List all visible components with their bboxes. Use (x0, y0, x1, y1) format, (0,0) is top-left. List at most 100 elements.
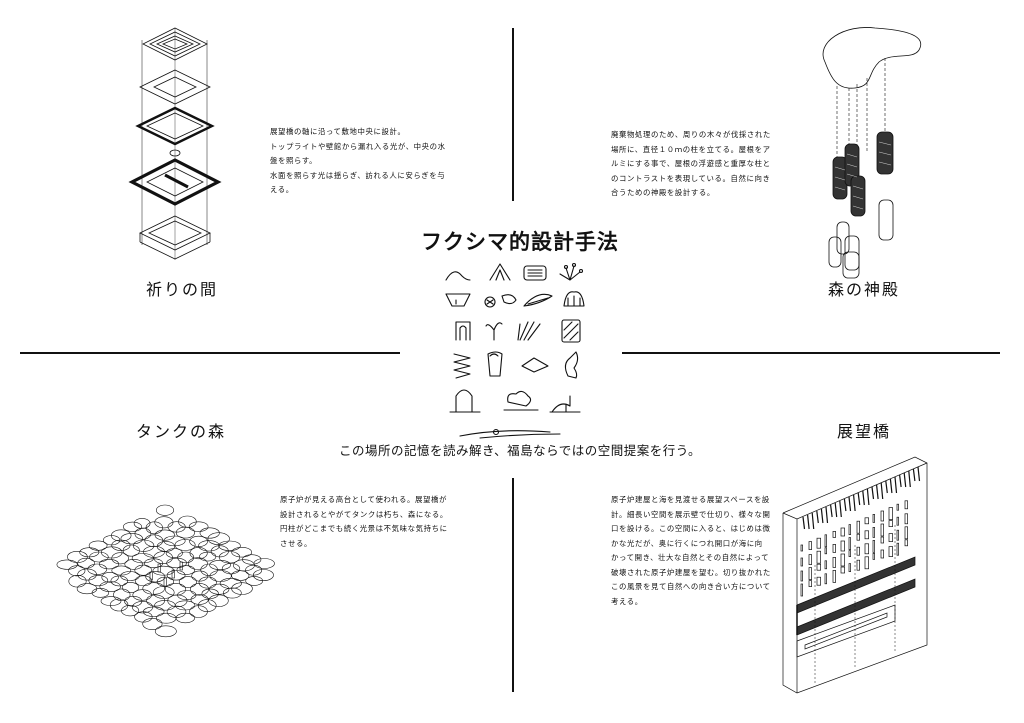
bridge-opening (808, 541, 812, 550)
sketch-sprout-icon (485, 322, 503, 341)
desc-line: 廃棄物処理のため、周りの木々が伐採された (611, 130, 771, 139)
bridge-opening (864, 543, 869, 555)
tank-disk (111, 565, 132, 576)
bridge-slat (807, 514, 810, 530)
sketch-arch-icon (455, 321, 471, 341)
desc-line: 破壊された原子炉建屋を望む。切り抜かれた (611, 567, 771, 577)
tank-disk (219, 578, 242, 589)
tank-disk (191, 570, 209, 582)
sketch-tent-icon (489, 263, 511, 281)
bridge-opening (880, 510, 884, 522)
bridge-opening (880, 523, 884, 537)
tank-disk (154, 625, 177, 638)
tank-disk (134, 564, 152, 576)
bridge-opening (816, 550, 821, 564)
tank-disk (156, 541, 175, 552)
tank-disk (133, 518, 151, 529)
tank-disk (189, 547, 208, 560)
tank-disk (134, 575, 153, 587)
bridge-slat (811, 512, 815, 530)
tank-disk (166, 570, 186, 581)
tank-mori-drawing (56, 504, 275, 638)
desc-line: 盤を照らす。 (270, 156, 318, 165)
bridge-opening (808, 554, 812, 565)
bridge-opening (880, 549, 884, 559)
tank-disk (144, 558, 164, 569)
desc-mori-shinden: 廃棄物処理のため、周りの木々が伐採された 場所に、直径１０ｍの柱を立てる。屋根を… (611, 128, 811, 201)
bridge-opening (864, 517, 869, 525)
bridge-opening (904, 513, 908, 525)
subtitle: この場所の記憶を読み解き、福島ならではの空間提案を行う。 (338, 443, 701, 458)
bridge-slat (825, 506, 829, 524)
tank-disk (163, 535, 186, 547)
tank-disk (131, 553, 154, 564)
desc-line: 口を設ける。この空間に入ると、はじめは微 (611, 524, 771, 533)
title-mori-shinden: 森の神殿 (828, 280, 901, 299)
tank-disk (111, 552, 129, 565)
tank-pillar (149, 571, 153, 581)
inori-axonometric-drawing (128, 27, 222, 260)
sketch-eye-icon (521, 357, 549, 373)
sketch-blob-icon (501, 294, 517, 305)
tank-disk (120, 571, 140, 581)
desc-line: 設計されるとやがてタンクは朽ち、森になる。 (280, 509, 448, 519)
tank-disk (166, 557, 187, 569)
bridge-opening (896, 529, 899, 541)
tank-disk (142, 582, 165, 595)
desc-line: 原子炉建屋と海を見渡せる展望スペースを設 (611, 495, 770, 504)
tank-disk (68, 565, 86, 577)
desc-line: 計。細長い空間を展示壁で仕切り、様々な開 (611, 509, 771, 519)
sketch-tank-icon (487, 351, 503, 377)
tank-disk (121, 582, 140, 593)
tank-disk (174, 539, 196, 551)
tank-disk (77, 557, 95, 569)
tank-disk (231, 582, 253, 595)
desc-line: かな光だが、奥に行くにつれ開口が海に向 (611, 538, 763, 548)
sketch-icon-grid (445, 262, 585, 439)
tank-disk (67, 551, 88, 563)
tank-disk (152, 586, 175, 599)
desc-line: 展望橋の軸に沿って敷地中央に設計。 (270, 127, 406, 136)
divider-bottom (512, 478, 514, 692)
bridge-slat (862, 490, 865, 506)
bridge-opening (856, 520, 860, 534)
bridge-slat (912, 468, 916, 482)
bridge-opening (816, 576, 821, 586)
desc-line: トップライトや壁館から漏れ入る光が、中央の水 (270, 141, 446, 151)
tank-disk (231, 546, 252, 558)
bridge-slat (917, 466, 921, 482)
bridge-slat (885, 480, 888, 494)
desc-line: 考える。 (611, 596, 643, 606)
sketch-gate-icon (449, 389, 481, 413)
bridge-opening (824, 534, 827, 548)
bridge-slat (843, 498, 847, 512)
tank-disk (156, 612, 177, 624)
tank-disk (89, 551, 109, 563)
bridge-slat (834, 502, 838, 518)
tank-disk (154, 600, 176, 611)
desc-line: 原子炉が見える高台として使われる。展望橋が (280, 495, 447, 504)
bridge-opening (800, 570, 803, 582)
mori-shinden-drawing (822, 27, 922, 279)
sketch-leaf-icon (523, 293, 553, 307)
tank-disk (175, 612, 195, 624)
bridge-opening (856, 533, 860, 541)
bridge-slat (839, 500, 842, 518)
tank-disk (76, 583, 98, 595)
bridge-opening (840, 566, 845, 574)
sketch-mountain-icon (445, 271, 471, 281)
bridge-opening (848, 550, 851, 557)
title-tank-mori: タンクの森 (136, 422, 227, 441)
tank-disk (124, 559, 144, 570)
bridge-opening (872, 514, 875, 523)
bridge-opening (840, 553, 845, 567)
bridge-opening (856, 559, 860, 571)
tank-disk (113, 588, 131, 602)
tank-disk (91, 588, 110, 598)
tank-disk (122, 544, 140, 557)
title-inori: 祈りの間 (146, 280, 219, 299)
sketch-flag-icon (549, 395, 581, 413)
bridge-opening (896, 503, 899, 511)
desc-line: この風景を見て自然への向き合い方について (611, 582, 771, 591)
bridge-slat (820, 508, 824, 524)
